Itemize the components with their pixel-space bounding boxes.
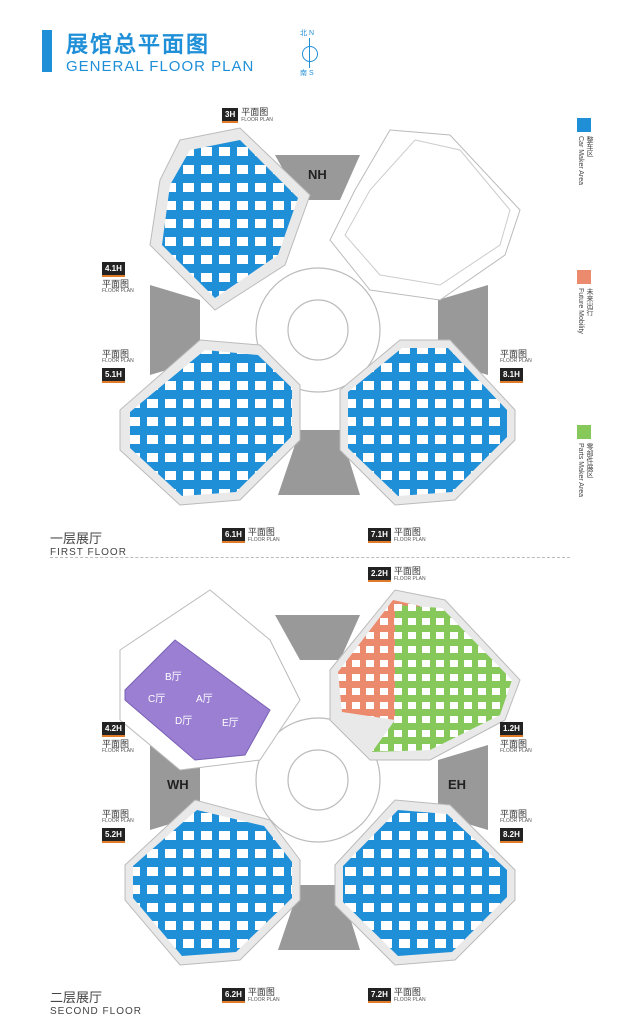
legend-swatch [577,270,591,284]
hall-en: FLOOR PLAN [500,818,532,825]
hall-tag: 8.2H [500,827,523,843]
floor-en: SECOND FLOOR [50,1006,143,1017]
room-d-label: D厅 [175,716,193,727]
legend-label-en: Parts Maker Area [577,443,584,498]
hall-72-82-plan [334,799,516,966]
legend-label-en: Car Maker Area [577,136,584,186]
room-b-label: B厅 [165,672,182,683]
floor-en: FIRST FLOOR [50,547,127,558]
floor-second-label: 二层展厅 SECOND FLOOR [50,987,142,1017]
hall-3h-plan [149,127,311,311]
floor-divider [50,557,570,558]
hall-42-plan [124,639,271,761]
legend-label-en: Future Mobility [577,288,584,334]
hall-en: FLOOR PLAN [393,575,426,582]
hall-71-81-plan [339,339,516,506]
page-subtitle: GENERAL FLOOR PLAN [66,58,255,75]
floor-cn: 一层展厅 [50,531,103,546]
hall-cn: 平面图 [102,739,130,749]
hall-en: FLOOR PLAN [102,288,134,295]
hall-en: FLOOR PLAN [500,358,532,365]
hall-en: FLOOR PLAN [102,358,134,365]
hall-en: FLOOR PLAN [393,536,426,543]
hall-tag: 5.2H [102,827,125,843]
hall-tag: 4.1H [102,262,125,277]
hall-en: FLOOR PLAN [102,818,134,825]
hall-52-62-plan [124,799,301,966]
page-title: 展馆总平面图 [66,32,211,57]
floor-first-label: 一层展厅 FIRST FLOOR [50,528,127,558]
legend-label-cn: 未来出行 [586,288,593,316]
room-c-label: C厅 [148,694,166,705]
hall-en: FLOOR PLAN [241,116,273,123]
hall-tag: 7.2H [368,988,391,1003]
central-plaza-second [255,717,381,843]
hall-tag: 6.2H [222,988,245,1003]
hall-cn: 平面图 [247,527,275,538]
entrance-wh-label: WH [167,777,189,792]
hall-cn: 平面图 [393,566,421,577]
hall-en: FLOOR PLAN [247,536,280,543]
room-a-label: A厅 [196,694,213,705]
hall-tag: 1.2H [500,722,523,737]
floor-cn: 二层展厅 [50,990,103,1005]
hall-cn: 平面图 [102,279,130,289]
room-e-label: E厅 [222,718,239,729]
legend-swatch [577,118,591,132]
hall-en: FLOOR PLAN [247,996,280,1003]
hall-tag: 3H [222,108,239,123]
legend-label-cn: 整车区 [586,136,593,157]
hall-en: FLOOR PLAN [393,996,426,1003]
title-accent-bar [42,30,52,72]
hall-51-61-plan [119,339,301,506]
hall-22-12-plan [329,589,521,761]
hall-cn: 平面图 [102,349,130,359]
hall-tag: 7.1H [368,528,391,543]
hall-cn: 平面图 [393,527,421,538]
hall-en: FLOOR PLAN [102,748,134,755]
entrance-nh-label: NH [308,167,327,182]
gate-north-second [275,615,360,660]
hall-en: FLOOR PLAN [500,748,532,755]
hall-tag: 4.2H [102,722,125,737]
entrance-eh-label: EH [448,777,467,792]
hall-cn: 平面图 [500,739,528,749]
legend-label-cn: 零部件展区 [586,443,593,478]
hall-tag: 6.1H [222,528,245,543]
hall-cn: 平面图 [247,987,275,998]
hall-cn: 平面图 [102,809,130,819]
compass-north-label: 北 N [300,30,314,37]
central-plaza-first [255,267,381,393]
hall-cn: 平面图 [500,349,528,359]
hall-cn: 平面图 [500,809,528,819]
legend-swatch [577,425,591,439]
hall-tag: 2.2H [368,567,391,582]
compass-icon: 北 N 南 S [290,28,330,78]
hall-cn: 平面图 [393,987,421,998]
compass-south-label: 南 S [300,70,314,77]
hall-tag: 8.1H [500,367,523,383]
hall-tag: 5.1H [102,367,125,383]
hall-cn: 平面图 [241,107,269,118]
